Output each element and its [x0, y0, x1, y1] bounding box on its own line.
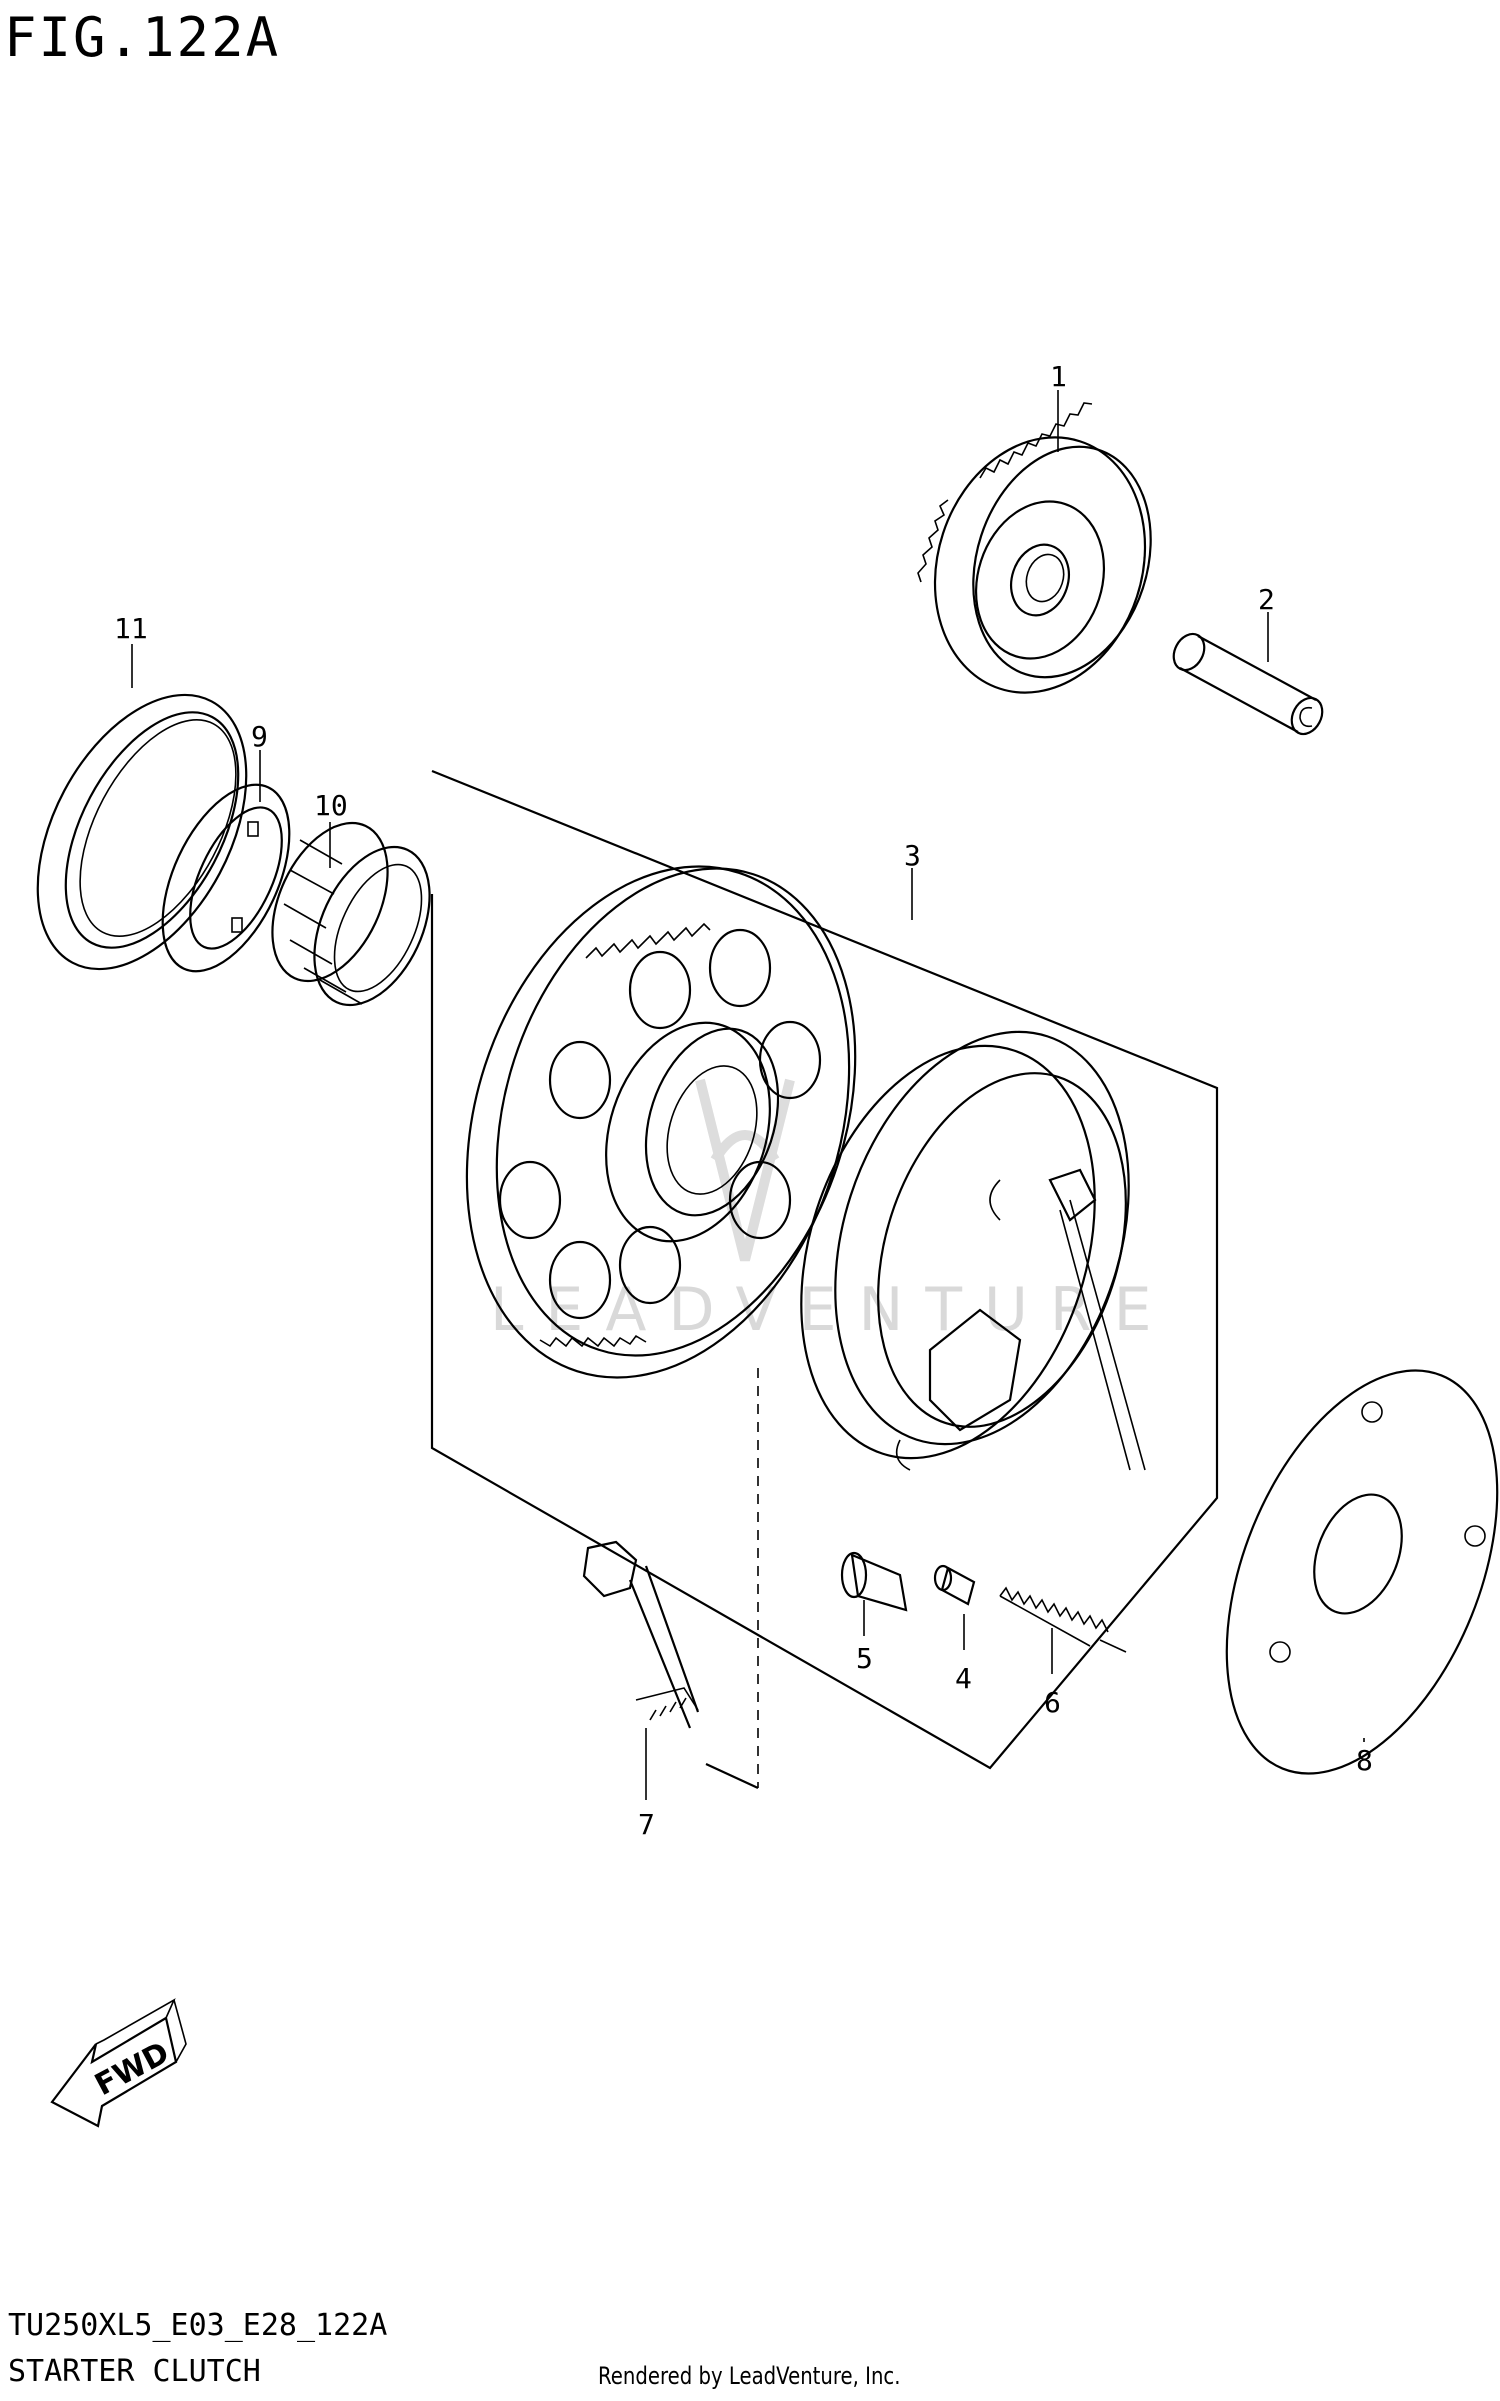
watermark-logo [695, 1078, 795, 1262]
callout-10: 10 [314, 789, 348, 822]
render-credit: Rendered by LeadVenture, Inc. [598, 2362, 901, 2390]
figure-title: FIG.122A [4, 6, 281, 69]
part-3-clutch-housing[interactable] [751, 994, 1179, 1497]
callout-6: 6 [1044, 1686, 1061, 1719]
callout-2: 2 [1258, 583, 1275, 616]
alignment-bracket [705, 1763, 759, 1789]
callout-7: 7 [638, 1808, 655, 1841]
model-code: TU250XL5_E03_E28_122A [8, 2308, 388, 2343]
part-5-roller[interactable] [840, 1551, 908, 1612]
part-9-washer[interactable] [137, 765, 316, 990]
callout-9: 9 [251, 720, 268, 753]
section-name: STARTER CLUTCH [8, 2354, 261, 2389]
part-4-pin[interactable] [933, 1564, 976, 1606]
callout-4: 4 [955, 1662, 972, 1695]
callout-5: 5 [856, 1642, 873, 1675]
part-8-plate[interactable] [1173, 1331, 1500, 1813]
part-7-bolt[interactable] [582, 1540, 700, 1729]
part-2-shaft[interactable] [1168, 629, 1329, 740]
part-10-needle-bearing[interactable] [249, 805, 453, 1024]
fwd-arrow-icon: FWD [50, 1998, 187, 2128]
part-1-driven-gear[interactable] [903, 402, 1179, 720]
watermark-text: LEADVENTURE [490, 1275, 1174, 1345]
fwd-label: FWD [89, 2035, 175, 2103]
callout-8: 8 [1356, 1744, 1373, 1777]
callout-11: 11 [114, 612, 148, 645]
part-3-clutch-gear[interactable] [404, 817, 915, 1428]
part-11-seal-ring[interactable] [0, 660, 289, 1004]
assembly-outline [430, 769, 1219, 1770]
part-6-spring[interactable] [999, 1586, 1109, 1647]
callout-3: 3 [904, 839, 921, 872]
leader-lines [131, 390, 1365, 1800]
callout-1: 1 [1050, 360, 1067, 393]
